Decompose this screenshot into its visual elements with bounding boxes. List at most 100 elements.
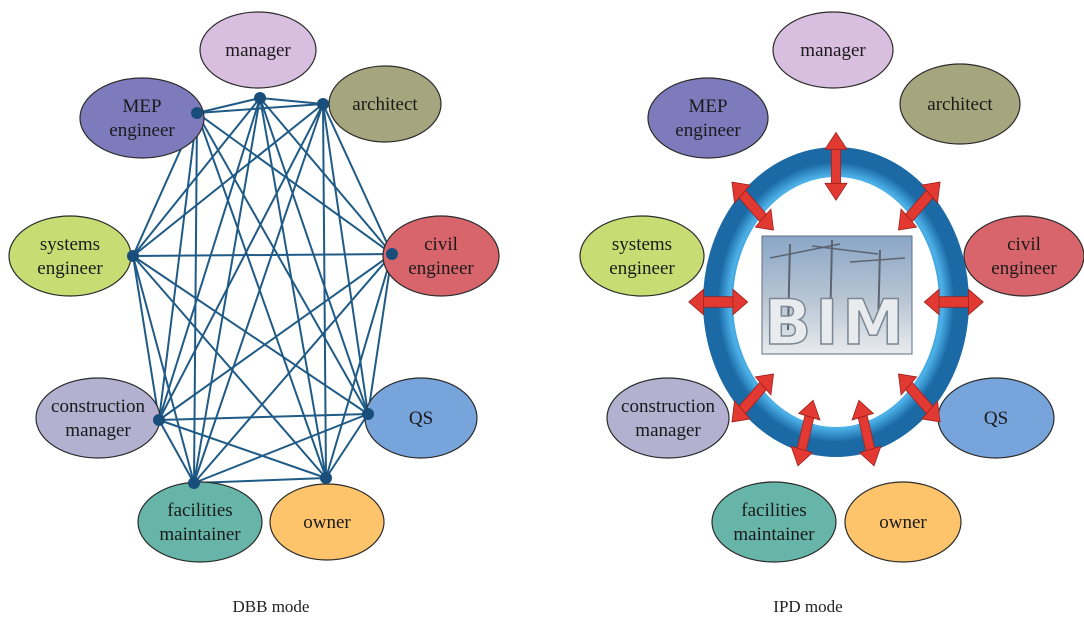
dbb-label-facilities-1: maintainer xyxy=(159,524,241,545)
edge-systems-construction xyxy=(132,255,160,421)
edge-mep-qs xyxy=(196,112,369,415)
crane-mast-2 xyxy=(877,249,881,331)
double-arrow-icon-1 xyxy=(898,181,941,231)
double-arrow-icon-3 xyxy=(923,288,984,316)
edge-systems-facilities xyxy=(132,255,195,484)
ipd-ellipse-systems xyxy=(579,215,705,297)
ipd-ellipse-mep xyxy=(647,77,769,159)
connection-dot-manager xyxy=(254,92,266,104)
connection-dot-civil xyxy=(386,248,398,260)
dbb-ellipse-manager xyxy=(199,11,317,89)
dbb-ellipse-mep xyxy=(79,77,205,159)
crane-jib-0 xyxy=(769,243,841,259)
dbb-ellipse-systems xyxy=(8,215,132,297)
edge-architect-construction xyxy=(158,103,324,421)
dbb-label-systems-1: engineer xyxy=(37,258,103,279)
edge-systems-qs xyxy=(132,255,369,415)
ipd-label-mep-1: engineer xyxy=(675,120,741,141)
dbb-ellipse-owner xyxy=(269,483,385,561)
ipd-ellipse-civil xyxy=(963,215,1084,297)
ipd-caption: IPD mode xyxy=(773,597,842,616)
edge-construction-qs xyxy=(158,413,369,421)
edge-manager-owner xyxy=(259,97,327,479)
ipd-label-civil-0: civil xyxy=(1007,234,1041,255)
ipd-node-qs: QS xyxy=(937,377,1055,459)
connection-dot-construction xyxy=(153,414,165,426)
dbb-connection-points xyxy=(127,92,398,489)
ipd-node-architect: architect xyxy=(899,63,1021,145)
dbb-node-qs: QS xyxy=(364,377,478,459)
edge-architect-civil xyxy=(322,103,393,255)
dbb-label-civil-1: engineer xyxy=(408,258,474,279)
edge-mep-construction xyxy=(158,112,198,421)
bim-label: BIM xyxy=(764,286,908,359)
dbb-label-manager-0: manager xyxy=(225,40,291,61)
ipd-label-civil-1: engineer xyxy=(991,258,1057,279)
dbb-ellipse-civil xyxy=(382,215,500,297)
crane-jib-2 xyxy=(849,257,906,263)
ipd-ellipse-owner xyxy=(844,481,962,563)
edge-manager-architect xyxy=(259,97,324,105)
bim-arrows xyxy=(688,131,984,467)
dbb-connections xyxy=(132,97,393,484)
ipd-label-manager-0: manager xyxy=(800,40,866,61)
ipd-label-mep-0: MEP xyxy=(688,96,727,117)
ipd-label-architect-0: architect xyxy=(927,94,993,115)
dbb-diagram: manager architect MEP engineer systems engine… xyxy=(8,11,500,616)
ipd-label-construction-1: manager xyxy=(635,420,701,441)
dbb-node-mep: MEP engineer xyxy=(79,77,205,159)
dbb-label-facilities-0: facilities xyxy=(167,500,232,521)
dbb-node-manager: manager xyxy=(199,11,317,89)
dbb-label-civil-0: civil xyxy=(424,234,458,255)
dbb-label-construction-1: manager xyxy=(65,420,131,441)
edge-civil-construction xyxy=(158,253,393,421)
connection-dot-mep xyxy=(191,107,203,119)
connection-dot-owner xyxy=(320,472,332,484)
dbb-node-systems: systems engineer xyxy=(8,215,132,297)
ipd-label-construction-0: construction xyxy=(621,396,715,417)
double-arrow-icon-0 xyxy=(824,131,848,201)
edge-construction-facilities xyxy=(158,419,195,484)
dbb-label-mep-1: engineer xyxy=(109,120,175,141)
edge-manager-construction xyxy=(158,97,261,421)
ipd-ellipse-manager xyxy=(772,11,894,89)
ipd-node-owner: owner xyxy=(844,481,962,563)
edge-qs-owner xyxy=(325,413,369,479)
edge-manager-mep xyxy=(196,97,261,114)
edge-systems-civil xyxy=(132,253,393,257)
dbb-label-systems-0: systems xyxy=(40,234,100,255)
ipd-diagram: managerarchitectMEPengineersystemsengine… xyxy=(579,11,1084,616)
dbb-node-facilities: facilities maintainer xyxy=(137,481,263,563)
edge-systems-owner xyxy=(132,255,327,479)
ipd-node-civil: civil engineer xyxy=(963,215,1084,297)
dbb-caption: DBB mode xyxy=(233,597,310,616)
connection-dot-qs xyxy=(362,408,374,420)
ipd-ellipse-facilities xyxy=(711,481,837,563)
dbb-label-owner-0: owner xyxy=(303,512,351,533)
dbb-ellipse-construction xyxy=(35,377,161,459)
double-arrow-icon-7 xyxy=(851,399,882,467)
connection-dot-architect xyxy=(317,98,329,110)
bim-hub: BIM xyxy=(688,131,984,467)
edge-construction-owner xyxy=(158,419,327,479)
ipd-label-facilities-1: maintainer xyxy=(733,524,815,545)
dbb-label-mep-0: MEP xyxy=(122,96,161,117)
edge-manager-qs xyxy=(259,97,369,415)
dbb-label-qs-0: QS xyxy=(409,408,433,429)
edge-architect-systems xyxy=(132,103,324,257)
edge-architect-facilities xyxy=(193,103,324,484)
connection-dot-systems xyxy=(127,250,139,262)
edge-facilities-owner xyxy=(193,477,327,484)
dbb-label-construction-0: construction xyxy=(51,396,145,417)
edge-architect-mep xyxy=(196,103,324,114)
dbb-node-civil: civil engineer xyxy=(382,215,500,297)
ipd-node-manager: manager xyxy=(772,11,894,89)
dbb-label-architect-0: architect xyxy=(352,94,418,115)
double-arrow-icon-2 xyxy=(731,181,774,231)
crane-mast-0 xyxy=(787,243,791,331)
ipd-stakeholders: managerarchitectMEPengineersystemsengine… xyxy=(579,11,1084,563)
ipd-label-qs-0: QS xyxy=(984,408,1008,429)
ipd-label-owner-0: owner xyxy=(879,512,927,533)
ipd-node-mep: MEP engineer xyxy=(647,77,769,159)
